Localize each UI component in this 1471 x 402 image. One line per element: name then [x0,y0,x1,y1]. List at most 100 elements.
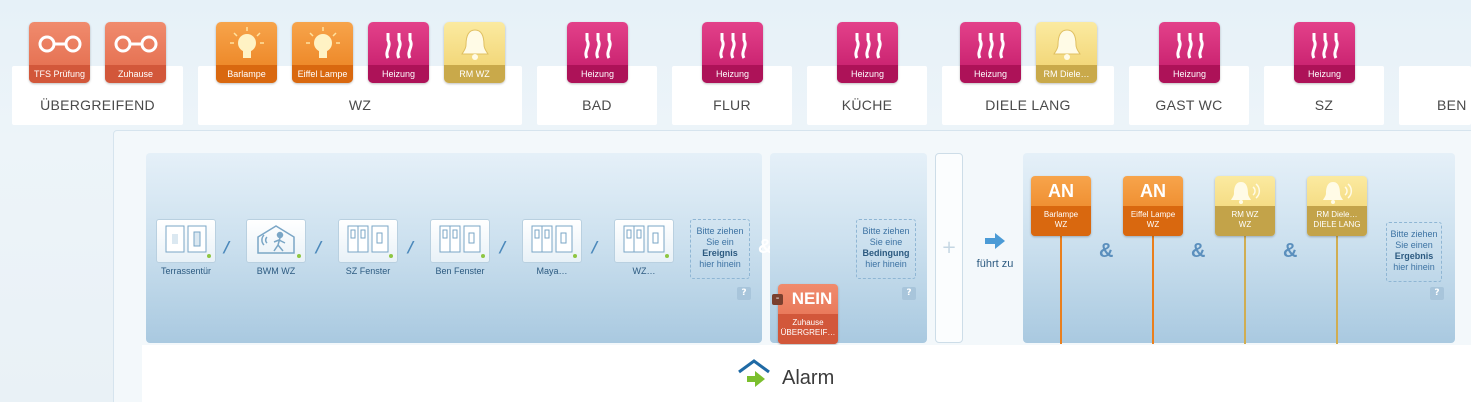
tile-barlampe[interactable]: Barlampe [216,22,277,83]
arrow-right-icon [984,232,1006,254]
sensor-bwm-wz[interactable]: BWM WZ [246,219,306,277]
tile-label: Heizung [1159,65,1220,83]
bell-icon [444,25,505,63]
tile-rm-wz[interactable]: RM WZ [444,22,505,83]
sensor-terrassentuer[interactable]: Terrassentür [156,219,216,277]
sensor-label: Ben Fenster [435,266,485,276]
condition-name: Zuhause [792,318,824,327]
tile-label: Heizung [702,65,763,83]
bell-icon [1036,25,1097,63]
tile-heizung-bad[interactable]: Heizung [567,22,628,83]
and-connector: & [1191,240,1206,262]
tile-label: Heizung [368,65,429,83]
result-state: AN [1048,181,1074,201]
tile-label: RM WZ [444,65,505,83]
drop-text-bold: Ereignis [702,248,738,258]
room-name: FLUR [713,97,751,113]
drop-text: Sie eine [869,237,903,247]
help-icon[interactable]: ? [1430,287,1444,300]
sensor-maya[interactable]: Maya… [522,219,582,277]
tile-heizung-diele[interactable]: Heizung [960,22,1021,83]
drop-text: Bitte ziehen [862,226,910,236]
tile-label: Heizung [960,65,1021,83]
window-sensor-icon [438,224,482,258]
room-name: SZ [1314,97,1334,113]
toggle-icon [105,25,166,63]
result-connector [1336,236,1338,344]
heating-icon [1294,25,1355,63]
drop-text-bold: Bedingung [862,248,910,258]
tile-heizung-sz[interactable]: Heizung [1294,22,1355,83]
tile-label: Barlampe [216,65,277,83]
room-bad[interactable]: BAD [537,66,657,125]
sensor-wz[interactable]: WZ… [614,219,674,277]
result-drop-target[interactable]: Bitte ziehen Sie einen Ergebnis hier hin… [1386,222,1442,282]
or-separator: / [592,238,598,256]
drop-text: Bitte ziehen [696,226,744,236]
tile-heizung-kueche[interactable]: Heizung [837,22,898,83]
or-separator: / [224,238,230,256]
help-icon[interactable]: ? [902,287,916,300]
remove-condition-button[interactable]: - [772,294,783,305]
sensor-label: Terrassentür [160,266,212,276]
room-flur[interactable]: FLUR [672,66,792,125]
add-column-button[interactable]: + [935,153,963,343]
rule-footer [142,345,1471,402]
result-state: AN [1140,181,1166,201]
room-name: ÜBERGREIFEND [40,97,155,113]
tile-eiffel-lampe[interactable]: Eiffel Lampe [292,22,353,83]
drop-text: hier hinein [699,259,741,269]
lamp-icon [216,25,277,63]
drop-text: Sie ein [706,237,734,247]
door-sensor-icon [164,224,208,258]
result-name: Barlampe [1043,210,1079,219]
tile-rm-diele[interactable]: RM Diele… [1036,22,1097,83]
help-icon[interactable]: ? [737,287,751,300]
motion-sensor-icon [254,223,298,259]
and-connector: & [1283,240,1298,262]
window-sensor-icon [622,224,666,258]
tile-heizung-gast-wc[interactable]: Heizung [1159,22,1220,83]
rule-title[interactable]: Alarm [782,367,835,389]
condition-drop-target[interactable]: Bitte ziehen Sie eine Bedingung hier hin… [856,219,916,279]
tile-label: Heizung [837,65,898,83]
sensor-label: BWM WZ [256,266,296,276]
home-arrow-icon [737,358,771,394]
result-name: RM Diele… [1316,210,1358,219]
and-connector: & [758,236,773,258]
tile-label: RM Diele… [1036,65,1097,83]
room-kueche[interactable]: KÜCHE [807,66,927,125]
leads-to-label: führt zu [976,258,1014,270]
alarm-bell-icon [1307,176,1367,206]
alarm-bell-icon [1215,176,1275,206]
room-name: BEN [1437,97,1467,113]
and-connector: & [1099,240,1114,262]
toggle-icon [29,25,90,63]
sensor-ben-fenster[interactable]: Ben Fenster [430,219,490,277]
result-rm-diele[interactable]: RM Diele…DIELE LANG [1307,176,1367,236]
sensor-label: SZ Fenster [345,266,391,276]
tile-zuhause[interactable]: Zuhause [105,22,166,83]
result-name: Eiffel Lampe [1130,210,1176,219]
room-name: BAD [582,97,612,113]
sensor-label: WZ… [632,266,656,276]
result-connector [1152,236,1154,344]
heating-icon [1159,25,1220,63]
event-drop-target[interactable]: Bitte ziehen Sie ein Ereignis hier hinei… [690,219,750,279]
tile-tfs-pruefung[interactable]: TFS Prüfung [29,22,90,83]
result-room: WZ [1146,220,1160,229]
room-ben[interactable]: BEN [1399,66,1471,125]
or-separator: / [316,238,322,256]
or-separator: / [500,238,506,256]
heating-icon [368,25,429,63]
tile-heizung-flur[interactable]: Heizung [702,22,763,83]
tile-heizung-wz[interactable]: Heizung [368,22,429,83]
drop-text: Bitte ziehen [1390,229,1438,239]
drop-text: hier hinein [1393,262,1435,272]
sensor-sz-fenster[interactable]: SZ Fenster [338,219,398,277]
lamp-icon [292,25,353,63]
